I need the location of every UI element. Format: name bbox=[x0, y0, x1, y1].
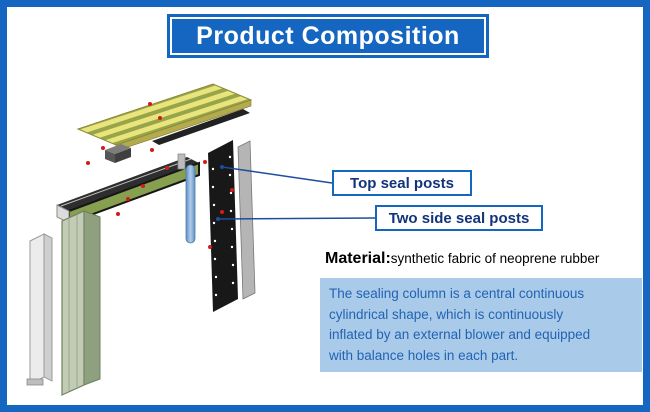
fastener-markers bbox=[86, 102, 234, 249]
info-line-3: inflated by an external blower and equip… bbox=[329, 327, 591, 342]
info-line-4: with balance holes in each part. bbox=[329, 347, 519, 363]
perforated-side-panel bbox=[208, 140, 238, 312]
top-seal-assembly bbox=[56, 157, 200, 225]
material-value: synthetic fabric of neoprene rubber bbox=[390, 251, 600, 266]
title-banner: Product Composition bbox=[167, 14, 489, 58]
page-title: Product Composition bbox=[196, 21, 460, 50]
callout-two-side-seal-posts: Two side seal posts bbox=[375, 205, 543, 231]
sealing-column-info-box: The sealing column is a central continuo… bbox=[320, 278, 642, 372]
leader-lines bbox=[216, 165, 376, 221]
seal-post-cylinder bbox=[185, 164, 196, 244]
side-seal-panel bbox=[61, 210, 101, 396]
side-strip bbox=[237, 140, 256, 300]
mounting-bracket bbox=[177, 153, 186, 170]
title-banner-inner-border: Product Composition bbox=[170, 17, 486, 55]
top-cover-panel bbox=[76, 83, 253, 152]
exploded-diagram bbox=[26, 83, 376, 396]
left-frame-profile bbox=[26, 233, 53, 386]
blower-unit bbox=[105, 144, 131, 163]
info-line-1: The sealing column is a central continuo… bbox=[329, 286, 585, 301]
callout-top-seal-posts-label: Top seal posts bbox=[350, 174, 454, 192]
top-seal-strip bbox=[152, 109, 250, 145]
material-label: Material: bbox=[325, 250, 391, 267]
material-line: Material:synthetic fabric of neoprene ru… bbox=[325, 250, 643, 268]
callout-top-seal-posts: Top seal posts bbox=[332, 170, 472, 196]
callout-two-side-seal-posts-label: Two side seal posts bbox=[388, 209, 530, 227]
info-line-2: cylindrical shape, which is continuously bbox=[329, 306, 564, 322]
